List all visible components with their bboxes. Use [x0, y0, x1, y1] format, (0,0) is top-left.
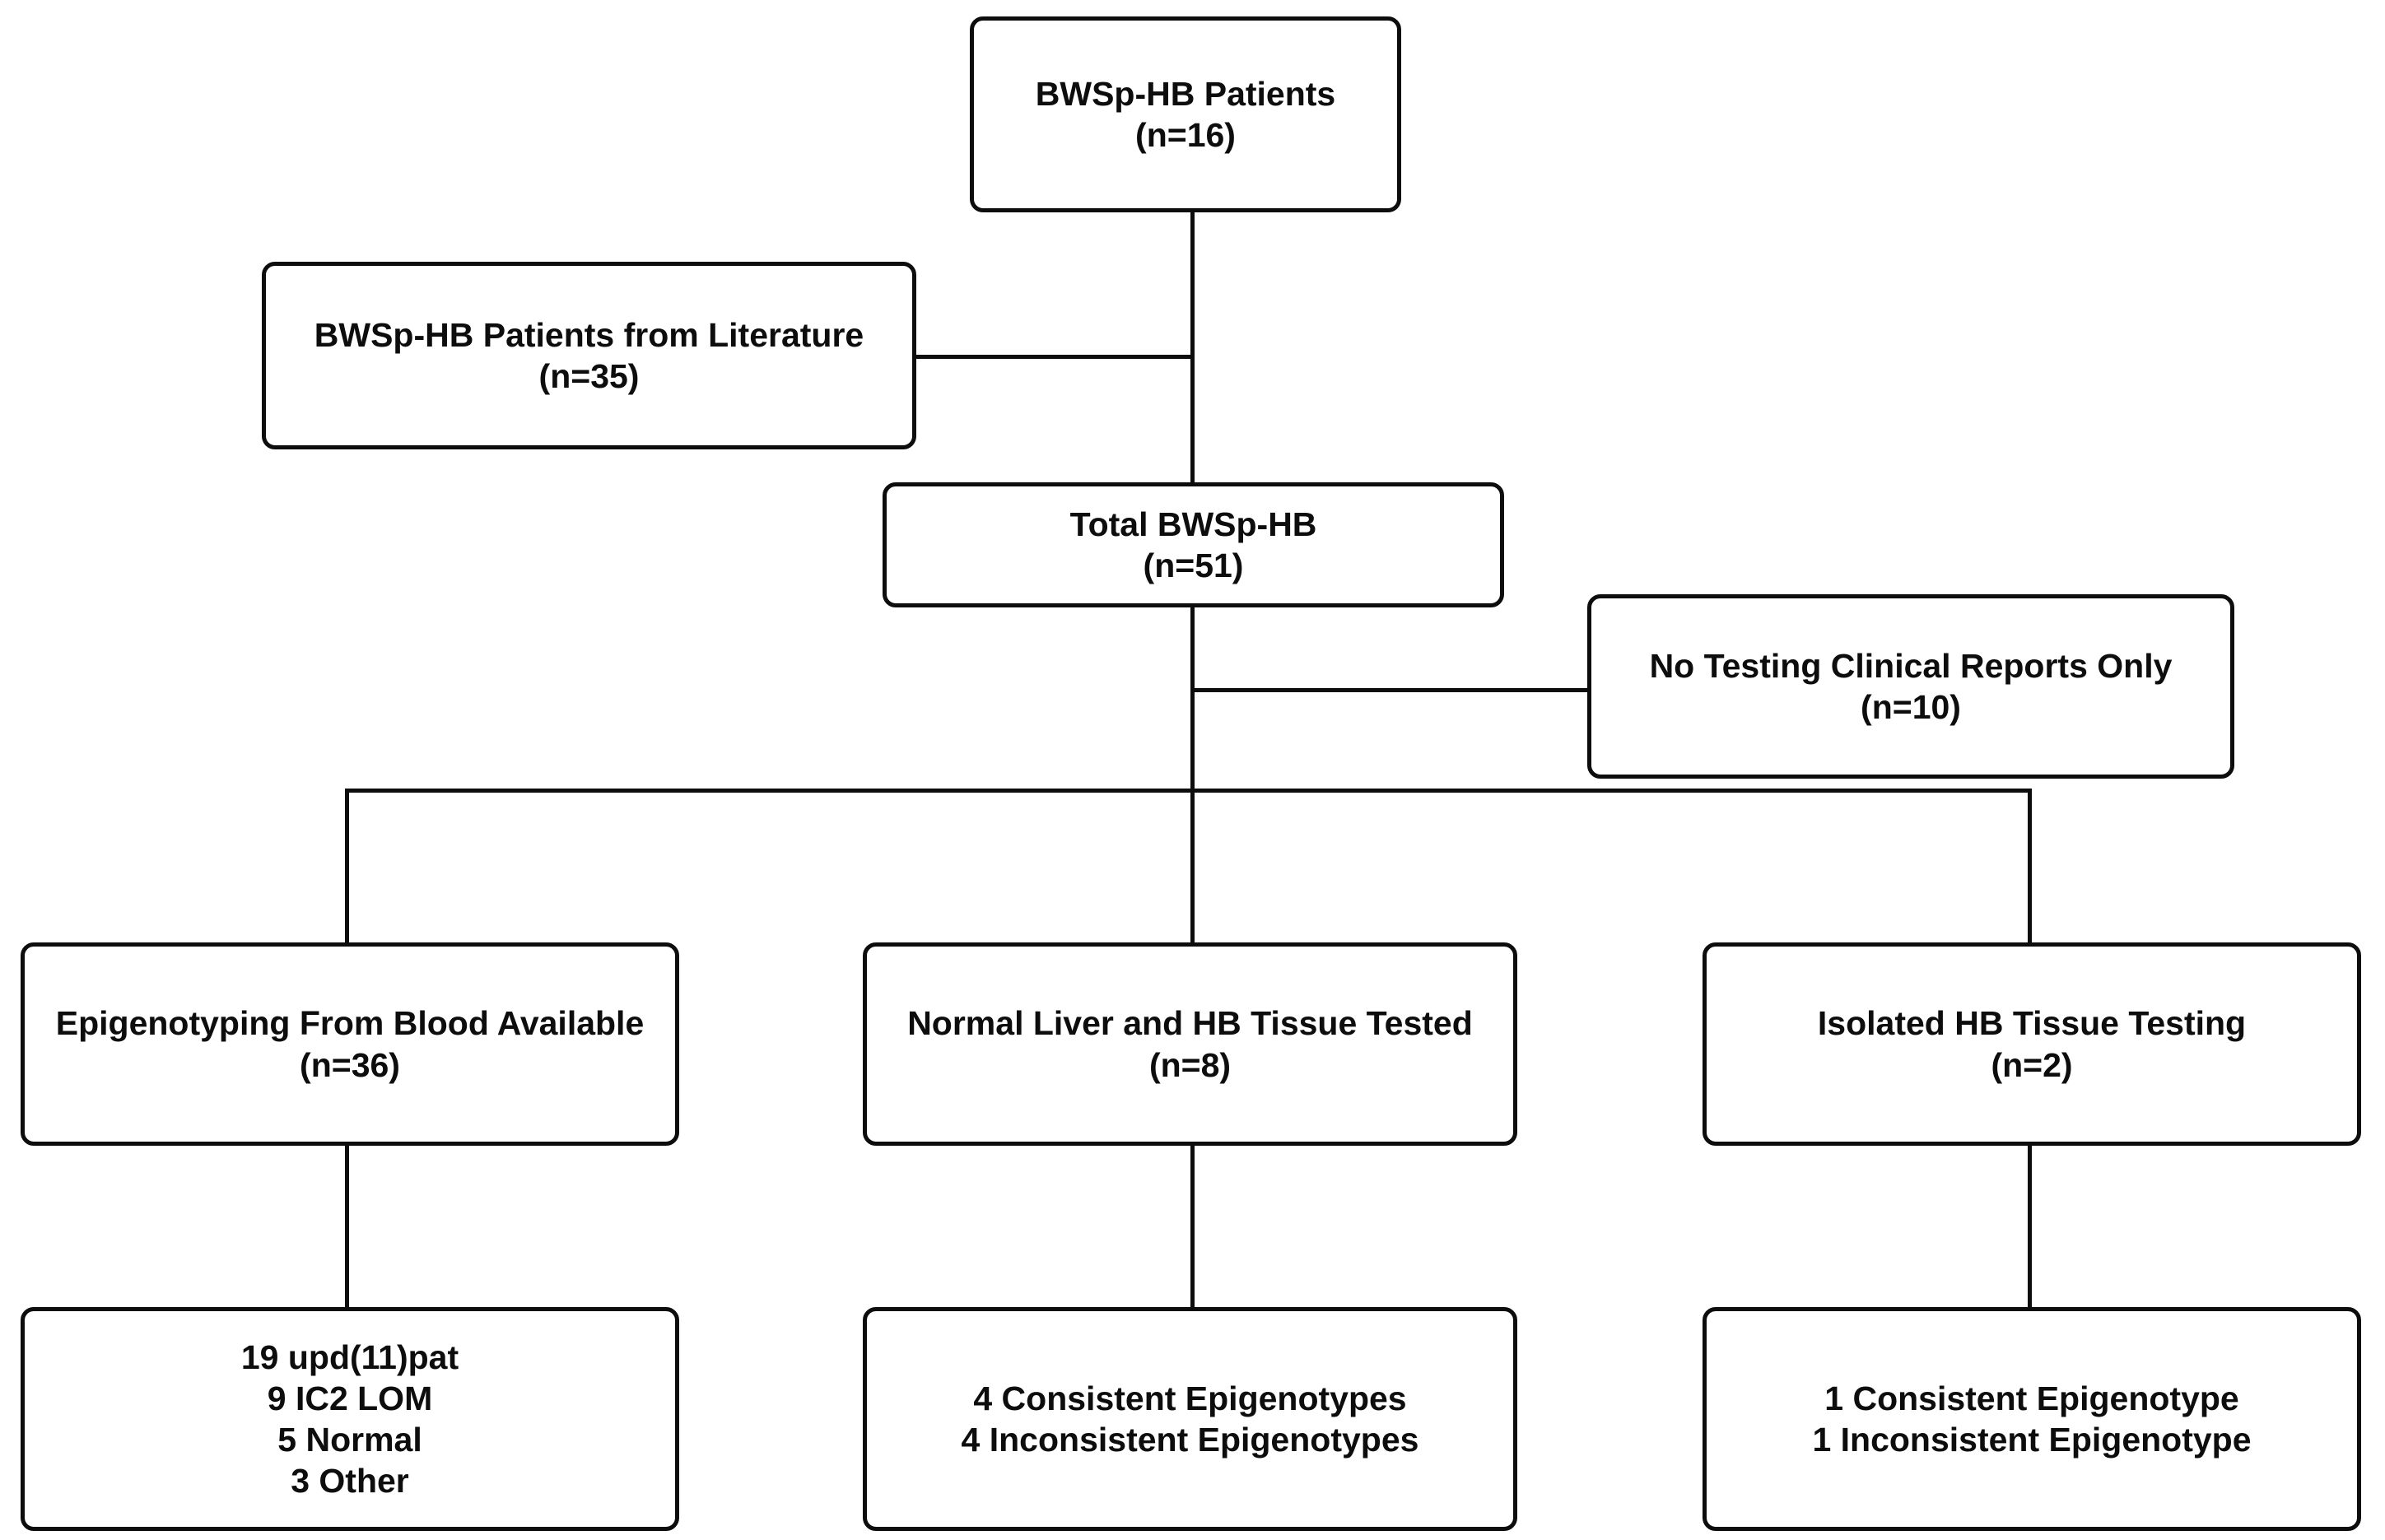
- edge-normal-liver-to-results: [1190, 1144, 1195, 1309]
- node-line: 4 Inconsistent Epigenotypes: [961, 1421, 1419, 1459]
- node-literature-patients[interactable]: BWSp-HB Patients from Literature (n=35): [262, 262, 916, 449]
- node-epigenotyping-blood[interactable]: Epigenotyping From Blood Available (n=36…: [21, 942, 679, 1146]
- node-blood-results[interactable]: 19 upd(11)pat 9 IC2 LOM 5 Normal 3 Other: [21, 1307, 679, 1531]
- node-line: (n=2): [1991, 1045, 2073, 1084]
- distribution-bar: [345, 789, 2032, 793]
- node-line: (n=36): [300, 1045, 400, 1084]
- node-isolated-hb-results[interactable]: 1 Consistent Epigenotype 1 Inconsistent …: [1703, 1307, 2361, 1531]
- node-line: No Testing Clinical Reports Only: [1649, 646, 2173, 685]
- edge-bar-to-normal-liver: [1190, 789, 1195, 945]
- node-total-bwsp-hb[interactable]: Total BWSp-HB (n=51): [883, 482, 1504, 607]
- edge-literature-to-spine: [916, 355, 1195, 359]
- node-liver-hb-results[interactable]: 4 Consistent Epigenotypes 4 Inconsistent…: [863, 1307, 1517, 1531]
- node-line: (n=10): [1861, 688, 1961, 726]
- node-line: 1 Consistent Epigenotype: [1824, 1379, 2239, 1417]
- node-line: 5 Normal: [277, 1421, 422, 1459]
- node-line: BWSp-HB Patients: [1035, 74, 1336, 113]
- node-line: 9 IC2 LOM: [267, 1379, 433, 1417]
- node-line: 1 Inconsistent Epigenotype: [1812, 1421, 2252, 1459]
- node-line: (n=16): [1135, 116, 1236, 154]
- node-isolated-hb[interactable]: Isolated HB Tissue Testing (n=2): [1703, 942, 2361, 1146]
- edge-total-to-no-testing: [1190, 688, 1589, 692]
- edge-bar-to-epigenotyping-blood: [345, 789, 349, 945]
- node-no-testing[interactable]: No Testing Clinical Reports Only (n=10): [1587, 594, 2234, 779]
- node-normal-liver-hb[interactable]: Normal Liver and HB Tissue Tested (n=8): [863, 942, 1517, 1146]
- node-line: (n=8): [1148, 1045, 1232, 1084]
- node-line: 19 upd(11)pat: [240, 1338, 459, 1376]
- node-line: 3 Other: [291, 1462, 409, 1500]
- node-line: Epigenotyping From Blood Available: [55, 1004, 645, 1043]
- node-line: 4 Consistent Epigenotypes: [973, 1379, 1407, 1417]
- node-line: Isolated HB Tissue Testing: [1817, 1004, 2247, 1043]
- edge-epigenotyping-to-results: [345, 1144, 349, 1309]
- edge-patients-to-total: [1190, 212, 1195, 482]
- edge-total-down: [1190, 607, 1195, 792]
- node-bwsp-hb-patients[interactable]: BWSp-HB Patients (n=16): [970, 16, 1401, 212]
- node-line: Normal Liver and HB Tissue Tested: [907, 1004, 1473, 1043]
- node-line: (n=35): [538, 357, 640, 395]
- node-line: (n=51): [1143, 547, 1244, 584]
- node-line: Total BWSp-HB: [1069, 505, 1317, 543]
- node-line: BWSp-HB Patients from Literature: [314, 315, 864, 354]
- edge-isolated-hb-to-results: [2028, 1144, 2032, 1309]
- edge-bar-to-isolated-hb: [2028, 789, 2032, 945]
